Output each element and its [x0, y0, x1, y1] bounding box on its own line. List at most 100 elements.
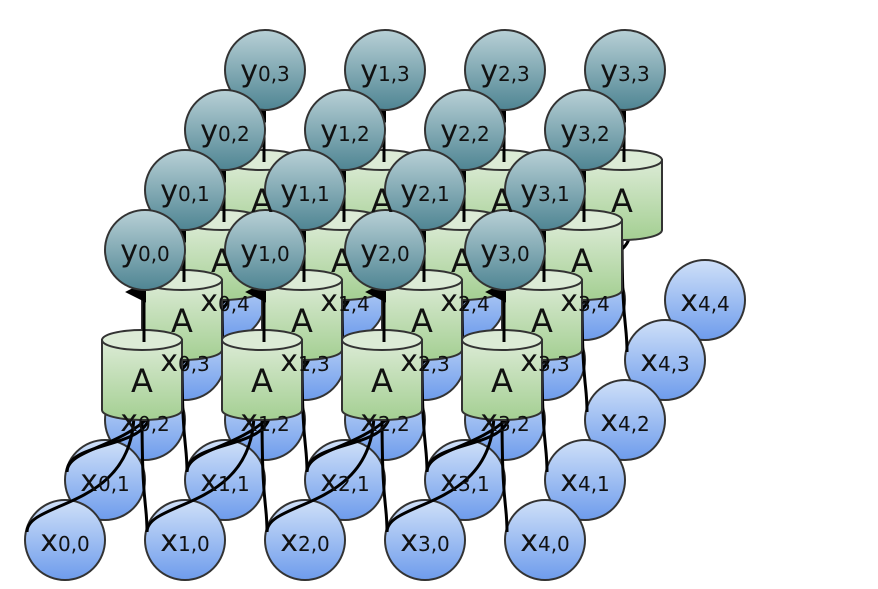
output-node-y-0-3: [224, 29, 306, 111]
input-node-x-3-3-label: x3,3: [520, 344, 570, 379]
input-node-x-1-0-label: x1,0: [160, 524, 210, 559]
input-node-x-2-2-label: x2,2: [360, 404, 410, 439]
input-node-x-1-2-label: x1,2: [240, 404, 290, 439]
output-node-y-2-1-circle: [384, 149, 466, 231]
cell-a: [341, 329, 423, 421]
cell-top: [101, 329, 183, 351]
output-node-y-1-1-circle: [264, 149, 346, 231]
output-node-y-3-2-circle: [544, 89, 626, 171]
output-node-y-2-1: [384, 149, 466, 231]
input-node-x-4-1: [544, 439, 626, 521]
output-node-y-1-2-circle: [304, 89, 386, 171]
input-node-x-1-3-label: x1,3: [280, 344, 330, 379]
input-node-x-0-0: [24, 499, 106, 581]
input-node-x-2-0: [264, 499, 346, 581]
cell-label: A: [251, 362, 273, 400]
output-node-y-2-3-label: y2,3: [480, 54, 530, 89]
output-node-y-0-1-label: y0,1: [160, 174, 210, 209]
output-node-y-3-1-circle: [504, 149, 586, 231]
input-edge: [500, 411, 509, 533]
output-node-y-2-1-label: y2,1: [400, 174, 450, 209]
output-node-y-0-3-circle: [224, 29, 306, 111]
input-node-x-4-4-label: x4,4: [680, 284, 730, 319]
shape-layer: [24, 29, 746, 581]
output-node-y-3-0-label: y3,0: [480, 234, 530, 269]
input-node-x-0-0-circle: [24, 499, 106, 581]
input-node-x-2-0-label: x2,0: [280, 524, 330, 559]
cell-label: A: [571, 242, 593, 280]
input-node-x-3-0-label: x3,0: [400, 524, 450, 559]
cell-top: [461, 329, 543, 351]
output-node-y-2-2-circle: [424, 89, 506, 171]
output-node-y-1-3: [344, 29, 426, 111]
input-node-x-2-4-label: x2,4: [440, 284, 490, 319]
input-node-x-4-0-label: x4,0: [520, 524, 570, 559]
input-edge: [380, 411, 389, 533]
cell-label: A: [291, 302, 313, 340]
input-node-x-4-1-circle: [544, 439, 626, 521]
output-node-y-0-0-circle: [104, 209, 186, 291]
input-node-x-4-1-label: x4,1: [560, 464, 610, 499]
output-node-y-2-2-label: y2,2: [440, 114, 490, 149]
cell-label: A: [131, 362, 153, 400]
cell-body: [221, 339, 303, 421]
input-node-x-1-0: [144, 499, 226, 581]
output-node-y-3-2-label: y3,2: [560, 114, 610, 149]
cell-label: A: [331, 242, 353, 280]
input-node-x-3-0-circle: [384, 499, 466, 581]
input-node-x-4-3-circle: [624, 319, 706, 401]
input-edge: [140, 411, 149, 533]
cell-label: A: [371, 362, 393, 400]
output-node-y-2-2: [424, 89, 506, 171]
input-edge: [305, 411, 392, 473]
cell-label: A: [251, 182, 273, 220]
output-node-y-2-3-circle: [464, 29, 546, 111]
input-node-x-3-2-label: x3,2: [480, 404, 530, 439]
output-node-y-2-0: [344, 209, 426, 291]
cell-label: A: [411, 302, 433, 340]
input-node-x-4-2: [584, 379, 666, 461]
cell-label: A: [611, 182, 633, 220]
output-node-y-1-3-circle: [344, 29, 426, 111]
output-node-y-3-0: [464, 209, 546, 291]
output-node-y-3-3: [584, 29, 666, 111]
input-node-x-4-3: [624, 319, 706, 401]
output-node-y-1-3-label: y1,3: [360, 54, 410, 89]
input-node-x-4-3-label: x4,3: [640, 344, 690, 379]
output-node-y-2-0-circle: [344, 209, 426, 291]
cell-label: A: [171, 302, 193, 340]
cell-label: A: [531, 302, 553, 340]
input-node-x-2-0-circle: [264, 499, 346, 581]
input-node-x-4-2-label: x4,2: [600, 404, 650, 439]
input-node-x-0-4-label: x0,4: [200, 284, 250, 319]
cell-top: [221, 329, 303, 351]
output-node-y-3-2: [544, 89, 626, 171]
input-node-x-4-0: [504, 499, 586, 581]
input-node-x-1-1-label: x1,1: [200, 464, 250, 499]
input-edge: [145, 411, 256, 533]
output-node-y-1-0-circle: [224, 209, 306, 291]
input-node-x-3-0: [384, 499, 466, 581]
output-node-y-3-1-label: y3,1: [520, 174, 570, 209]
output-node-y-0-3-label: y0,3: [240, 54, 290, 89]
input-node-x-1-4-label: x1,4: [320, 284, 370, 319]
input-node-x-4-4-circle: [664, 259, 746, 341]
cell-label: A: [451, 242, 473, 280]
output-node-y-1-0: [224, 209, 306, 291]
output-node-y-1-0-label: y1,0: [240, 234, 290, 269]
input-node-x-3-4-label: x3,4: [560, 284, 610, 319]
input-node-x-3-1-label: x3,1: [440, 464, 490, 499]
output-node-y-1-1-label: y1,1: [280, 174, 330, 209]
cell-a: [461, 329, 543, 421]
output-node-y-0-0-label: y0,0: [120, 234, 170, 269]
input-node-x-0-3-label: x0,3: [160, 344, 210, 379]
input-node-x-4-2-circle: [584, 379, 666, 461]
output-node-y-3-0-circle: [464, 209, 546, 291]
input-node-x-4-4: [664, 259, 746, 341]
output-node-y-1-1: [264, 149, 346, 231]
output-node-y-0-2-label: y0,2: [200, 114, 250, 149]
input-node-x-0-0-label: x0,0: [40, 524, 90, 559]
